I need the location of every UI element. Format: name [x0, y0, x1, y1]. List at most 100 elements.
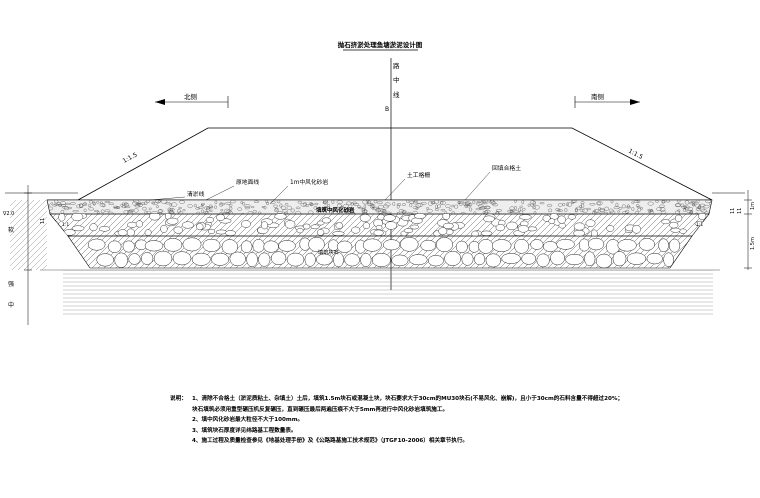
boulder-stone — [638, 238, 655, 251]
sand-grain — [76, 204, 82, 209]
boulder-stone — [140, 252, 154, 265]
sand-grain — [412, 210, 418, 214]
sand-grain — [582, 208, 588, 213]
boulder-stone — [270, 251, 287, 266]
sand-grain — [464, 202, 471, 206]
sand-grain — [406, 200, 410, 203]
sand-grain — [350, 202, 354, 206]
sand-grain — [396, 204, 400, 209]
boulder-stone — [278, 240, 296, 252]
left-side-dim: 11 — [40, 218, 46, 224]
sand-grain — [475, 208, 482, 211]
rock-stone — [403, 228, 414, 233]
boulder-stone — [308, 236, 325, 252]
boulder-stone — [360, 252, 372, 267]
sand-grain — [357, 206, 364, 210]
boulder-stone — [444, 251, 462, 266]
sand-grain — [148, 207, 152, 210]
sand-grain — [279, 203, 283, 208]
boulder-stone — [182, 237, 202, 252]
rock-stone — [375, 224, 383, 230]
sand-grain — [700, 208, 707, 213]
sand-grain — [277, 211, 283, 214]
boulder-stone — [595, 253, 613, 269]
sand-grain — [482, 201, 488, 205]
sand-grain — [533, 211, 537, 214]
sand-grain — [522, 207, 526, 211]
sand-grain — [54, 200, 59, 204]
boulder-stone — [191, 252, 211, 266]
sand-grain — [138, 201, 142, 205]
sand-grain — [230, 200, 236, 204]
boulder-stone — [478, 239, 494, 254]
right-side-dim-a: 11 — [730, 208, 736, 214]
design-notes: 说明： 1、清除不合格土（淤泥质粘土、杂填土）土后，填筑1.5m块石或混凝土块，… — [170, 394, 650, 447]
sand-grain — [376, 208, 380, 212]
rock-stone — [506, 221, 518, 231]
rock-stone — [207, 228, 216, 235]
sand-grain — [666, 200, 671, 203]
sand-grain — [284, 203, 289, 206]
boulder-stone — [172, 251, 192, 266]
rock-stone — [321, 217, 331, 224]
note-1: 说明： 1、清除不合格土（淤泥质粘土、杂填土）土后，填筑1.5m块石或混凝土块，… — [170, 394, 650, 405]
sand-grain — [83, 208, 87, 213]
sand-grain — [99, 201, 103, 205]
sand-grain — [89, 200, 93, 204]
sand-grain — [83, 202, 87, 205]
sand-grain — [266, 201, 269, 206]
sand-grain — [636, 200, 641, 203]
rock-stone — [173, 226, 184, 234]
sand-grain — [295, 210, 301, 214]
rock-stone — [335, 222, 344, 229]
soil-layer-soft: 软 — [8, 226, 14, 234]
leader-geogrid — [384, 178, 406, 201]
boulder-stone — [461, 252, 474, 266]
north-arrow-head — [155, 99, 165, 105]
rock-stone — [50, 220, 59, 227]
rock-stone — [670, 227, 681, 233]
rock-stone — [548, 218, 556, 225]
sand-grain — [337, 203, 342, 208]
slope-right-small: 1:1 — [696, 222, 703, 228]
center-mark: B — [385, 106, 389, 113]
sand-grain — [604, 206, 609, 211]
rock-stone — [385, 221, 398, 230]
rock-stone — [679, 228, 687, 234]
sand-grain — [88, 207, 94, 211]
sand-grain — [417, 202, 424, 207]
sand-grain — [242, 201, 245, 206]
sand-grain — [636, 205, 641, 209]
sand-grain — [322, 201, 327, 205]
sand-grain — [631, 207, 635, 211]
rock-stone — [144, 229, 152, 236]
sand-grain — [571, 201, 575, 204]
sand-grain — [593, 209, 596, 213]
sand-grain — [513, 210, 520, 214]
sand-grain — [693, 202, 697, 205]
rock-stone — [517, 225, 529, 233]
sand-grain — [179, 200, 185, 204]
sand-grain — [229, 206, 233, 211]
boulder-stone — [211, 252, 230, 266]
sand-grain — [696, 200, 700, 203]
sand-grain — [99, 203, 106, 207]
boulder-stone — [122, 240, 135, 253]
sand-grain — [220, 209, 224, 212]
sand-grain — [579, 205, 583, 208]
sand-grain — [367, 200, 372, 205]
sand-grain — [527, 203, 531, 207]
sand-grain — [490, 200, 494, 203]
sand-grain — [476, 201, 481, 204]
slope-left-small: 1:1 — [62, 222, 69, 228]
sand-grain — [124, 202, 129, 208]
sand-grain — [72, 210, 79, 213]
sand-grain — [253, 200, 260, 203]
sand-grain — [631, 201, 635, 204]
sand-grain — [284, 211, 288, 214]
sand-grain — [451, 204, 455, 208]
sand-grain — [530, 200, 536, 205]
boulder-stone — [536, 253, 550, 268]
sand-grain — [133, 208, 139, 213]
sand-grain — [252, 210, 257, 214]
